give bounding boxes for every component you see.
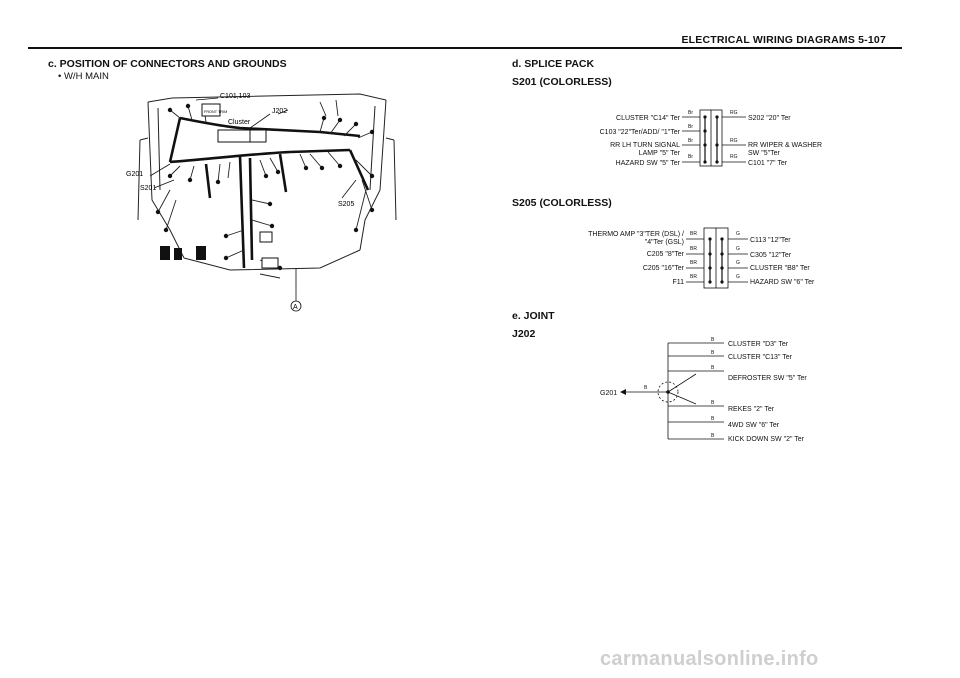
section-c-heading: c. POSITION OF CONNECTORS AND GROUNDS — [48, 58, 287, 70]
s205-left-5: F11 — [672, 279, 684, 286]
s201-color-l2: Br — [688, 124, 693, 130]
front-trim-box-label: FRONT TRIM — [204, 110, 227, 114]
j202-branch-5: 4WD SW "6" Ter — [728, 422, 780, 429]
s201-left-4: LAMP "5" Ter — [639, 150, 681, 157]
section-e-heading: e. JOINT — [512, 310, 555, 322]
s201-splice-diagram: CLUSTER "C14" Ter C103 "22"Ter/ADD/ "1"T… — [600, 109, 822, 167]
s205-color-l2: BR — [690, 246, 697, 252]
s201-right-2: RR WIPER & WASHER — [748, 142, 822, 149]
s205-color-r2: G — [736, 246, 740, 252]
s201-color-l1: Br — [688, 110, 693, 116]
s205-left-4: C205 "16"Ter — [643, 265, 685, 272]
s205-color-r3: G — [736, 260, 740, 266]
s201-color-r3: RG — [730, 154, 738, 160]
j202-branch-2: CLUSTER "C13" Ter — [728, 354, 793, 361]
s205-color-r4: G — [736, 274, 740, 280]
s205-color-r1: G — [736, 231, 740, 237]
s201-right-4: C101 "7" Ter — [748, 160, 788, 167]
j202-branch-1: CLUSTER "D3" Ter — [728, 341, 789, 348]
s201-color-r1: RG — [730, 110, 738, 116]
header-rule — [28, 47, 902, 49]
j202-branch-4: REKES "2" Ter — [728, 406, 775, 413]
s205-splice-diagram: THERMO AMP "3"TER (DSL) / "4"Ter (GSL) C… — [588, 227, 815, 289]
s205-left-1: THERMO AMP "3"TER (DSL) / — [588, 231, 684, 238]
s205-right-1: C113 "12"Ter — [750, 237, 791, 244]
j202-color-6: B — [711, 433, 715, 439]
s205-color-l3: BR — [690, 260, 697, 266]
j202-color-1: B — [711, 337, 715, 343]
s201-right-3: SW "5"Ter — [748, 150, 780, 157]
c101-label: C101,103 — [220, 93, 250, 100]
s205-label: S205 — [338, 201, 354, 208]
j202-joint-diagram: G201 CLUSTER "D3" Ter CLUSTER "C13" Ter … — [600, 337, 807, 443]
s201-color-r2: RG — [730, 138, 738, 144]
page-header: ELECTRICAL WIRING DIAGRAMS 5-107 — [681, 34, 886, 46]
s201-left-1: CLUSTER "C14" Ter — [616, 115, 681, 122]
j202-ground-color: B — [644, 385, 648, 391]
section-c-subheading: • W/H MAIN — [58, 71, 109, 82]
j202-title: J202 — [512, 328, 536, 340]
s205-left-2: "4"Ter (GSL) — [645, 239, 684, 246]
s205-title: S205 (COLORLESS) — [512, 197, 612, 209]
s205-left-3: C205 "8"Ter — [647, 251, 685, 258]
j202-branch-6: KICK DOWN SW "2" Ter — [728, 436, 805, 443]
cluster-label: Cluster — [228, 119, 251, 126]
j202-color-4: B — [711, 400, 715, 406]
s205-right-4: HAZARD SW "6" Ter — [750, 279, 815, 286]
j202-branch-3: DEFROSTER SW "5" Ter — [728, 375, 807, 382]
s201-left-5: HAZARD SW "5" Ter — [616, 160, 681, 167]
s201-label: S201 — [140, 185, 156, 192]
s201-right-1: S202 "20" Ter — [748, 115, 791, 122]
j202-ground-label: G201 — [600, 390, 617, 397]
s201-left-3: RR LH TURN SIGNAL — [610, 142, 680, 149]
s205-color-l4: BR — [690, 274, 697, 280]
s201-color-l3: Br — [688, 138, 693, 144]
s201-left-2: C103 "22"Ter/ADD/ "1"Ter — [600, 129, 681, 136]
j202-label: J202 — [272, 108, 287, 115]
a-marker-label: A — [293, 304, 298, 311]
watermark: carmanualsonline.info — [600, 648, 819, 670]
s201-color-l4: Br — [688, 154, 693, 160]
s205-right-2: C305 "12"Ter — [750, 252, 792, 259]
s201-title: S201 (COLORLESS) — [512, 76, 612, 88]
s205-color-l1: BR — [690, 231, 697, 237]
j202-color-2: B — [711, 350, 715, 356]
s205-right-3: CLUSTER "B8" Ter — [750, 265, 810, 272]
section-d-heading: d. SPLICE PACK — [512, 58, 595, 70]
j202-color-5: B — [711, 416, 715, 422]
g201-label: G201 — [126, 171, 143, 178]
wiring-harness-drawing: C101,103 FRONT TRIM Cluster J202 G201 S2… — [126, 93, 397, 312]
j202-color-3: B — [711, 365, 715, 371]
